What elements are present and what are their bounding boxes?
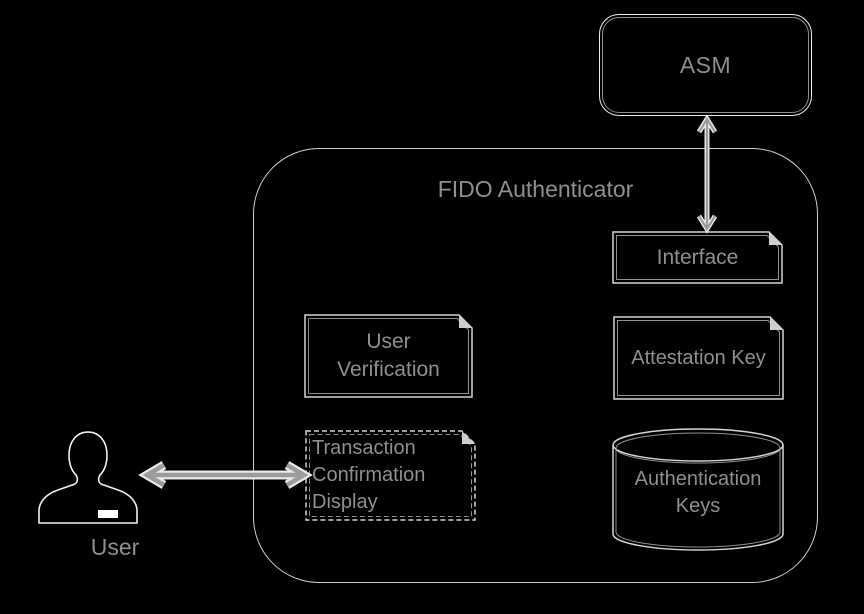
interface-note: Interface (612, 231, 783, 284)
interface-label: Interface (656, 245, 739, 269)
note-shape-icon (304, 314, 473, 398)
person-icon (38, 431, 138, 524)
note-shape-icon (612, 231, 783, 284)
fido-authenticator-title: FIDO Authenticator (437, 176, 634, 202)
fido-authenticator-container: FIDO Authenticator (253, 148, 818, 583)
attestation-key-note: Attestation Key (613, 316, 784, 400)
attestation-key-label: Attestation Key (631, 346, 766, 369)
authentication-keys-line2: Keys (675, 495, 721, 517)
user-label: User (90, 534, 140, 560)
user-verification-line2: Verification (337, 358, 440, 381)
note-shape-icon (613, 316, 784, 400)
authentication-keys-cylinder: Authentication Keys (612, 428, 784, 552)
transaction-line2: Confirmation (312, 464, 426, 486)
transaction-confirmation-display-label: Transaction Confirmation Display (305, 430, 476, 521)
transaction-confirmation-display-note: Transaction Confirmation Display (305, 430, 476, 521)
user-verification-note: User Verification (304, 314, 473, 398)
user-verification-label: User Verification (304, 314, 473, 398)
asm-box: ASM (599, 14, 812, 116)
dashed-note-shape-icon (305, 430, 476, 521)
authentication-keys-label: Authentication Keys (612, 466, 784, 520)
asm-label: ASM (602, 17, 809, 113)
transaction-line3: Display (312, 491, 378, 513)
authentication-keys-line1: Authentication (634, 468, 762, 490)
user-verification-line1: User (366, 330, 411, 353)
transaction-line1: Transaction (312, 437, 416, 459)
database-cylinder-icon (612, 428, 784, 551)
badge-icon (98, 510, 118, 518)
